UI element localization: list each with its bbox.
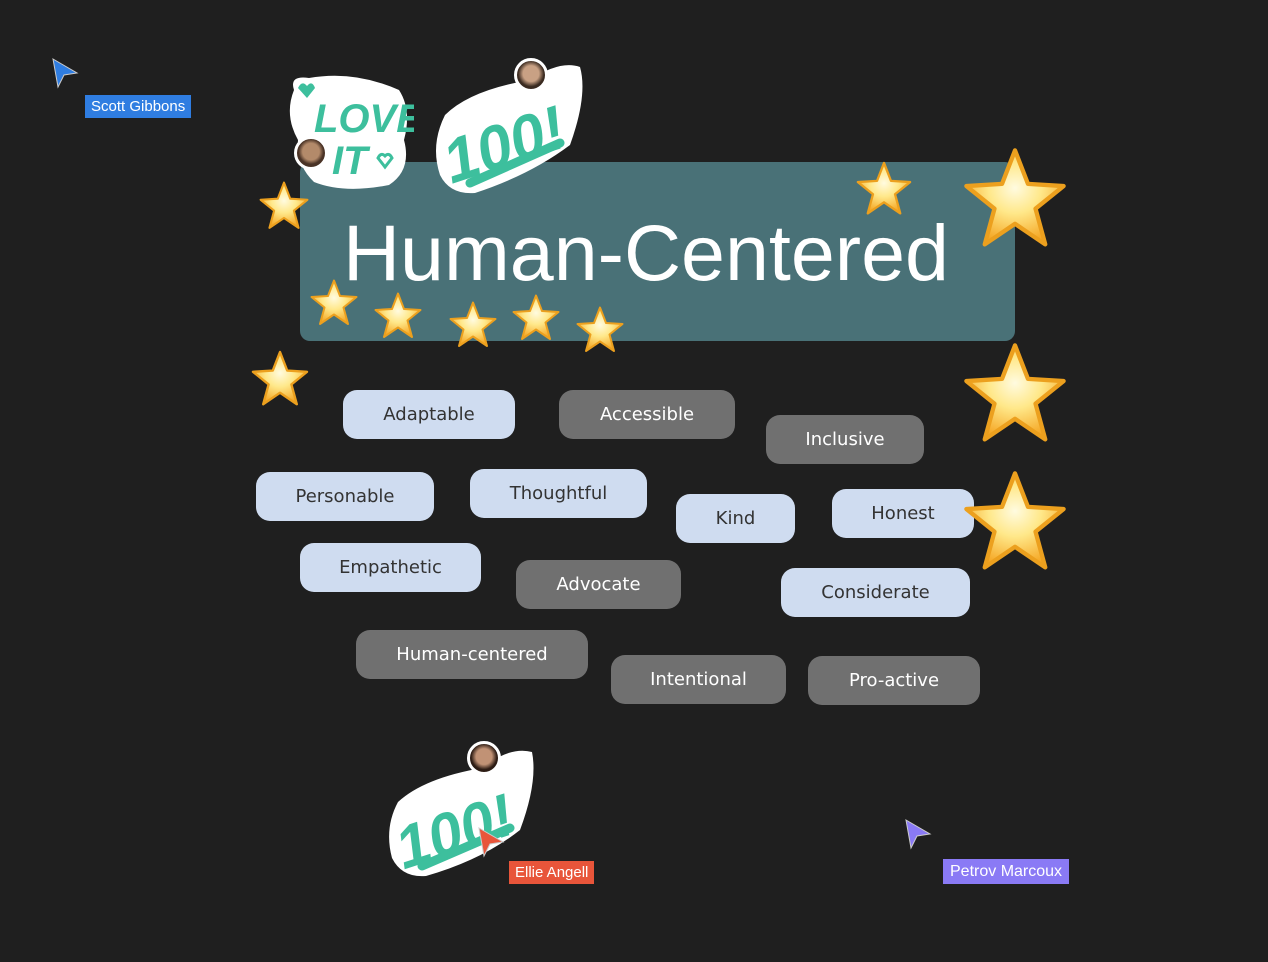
heart-outline-icon [376,152,394,170]
star-icon[interactable] [372,291,424,341]
avatar-hundred-bottom [467,741,501,775]
star-icon[interactable] [248,349,312,409]
star-icon-large[interactable] [958,145,1072,253]
chip-advocate[interactable]: Advocate [516,560,681,609]
avatar-hundred-top [514,58,548,92]
star-icon-large[interactable] [958,468,1072,576]
chip-accessible[interactable]: Accessible [559,390,735,439]
petrov-marcoux-label: Petrov Marcoux [943,859,1070,884]
chip-adaptable[interactable]: Adaptable [343,390,515,439]
chip-human-centered[interactable]: Human-centered [356,630,588,679]
star-icon[interactable] [510,293,562,343]
love-text: LOVE [314,97,414,141]
scott-gibbons-label: Scott Gibbons [85,95,192,118]
chip-intentional[interactable]: Intentional [611,655,786,704]
ellie-angell-cursor-icon [478,827,505,858]
star-icon[interactable] [574,305,626,355]
heart-icon [298,83,315,98]
chip-personable[interactable]: Personable [256,472,434,521]
chip-honest[interactable]: Honest [832,489,974,538]
chip-pro-active[interactable]: Pro-active [808,656,980,705]
hundred-sticker-top[interactable]: 100! [430,55,590,195]
chip-thoughtful[interactable]: Thoughtful [470,469,647,518]
hundred-sticker-bottom[interactable]: 100! [384,740,540,878]
it-text: IT [332,139,371,183]
scott-gibbons-cursor-icon [52,58,79,89]
avatar-love-it [294,136,328,170]
love-it-sticker[interactable]: LOVE IT [284,70,414,194]
star-icon[interactable] [855,160,913,218]
star-icon[interactable] [308,278,360,328]
star-icon-large[interactable] [958,340,1072,448]
star-icon[interactable] [447,300,499,350]
chip-inclusive[interactable]: Inclusive [766,415,924,464]
petrov-marcoux-cursor-icon [905,819,932,850]
ellie-angell-label: Ellie Angell [509,861,595,884]
star-icon[interactable] [258,180,310,232]
chip-empathetic[interactable]: Empathetic [300,543,481,592]
chip-kind[interactable]: Kind [676,494,795,543]
title-text: Human-Centered [343,208,949,297]
chip-considerate[interactable]: Considerate [781,568,970,617]
